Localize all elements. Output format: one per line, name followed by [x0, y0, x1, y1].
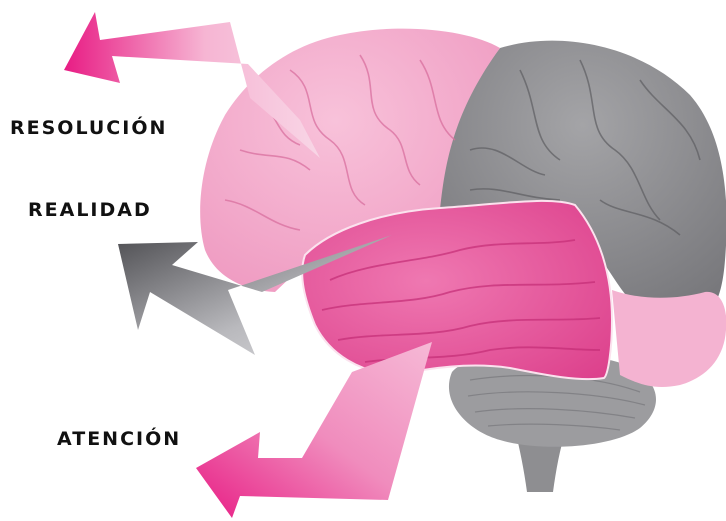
arrow-realidad [118, 235, 392, 355]
label-resolucion: RESOLUCIÓN [10, 117, 168, 139]
label-atencion: ATENCIÓN [57, 428, 182, 450]
arrow-atencion [196, 342, 432, 518]
arrow-resolucion [64, 12, 320, 158]
label-realidad: REALIDAD [28, 199, 152, 221]
occipital-tip [612, 290, 726, 387]
parietal-occipital-lobe [438, 40, 726, 322]
